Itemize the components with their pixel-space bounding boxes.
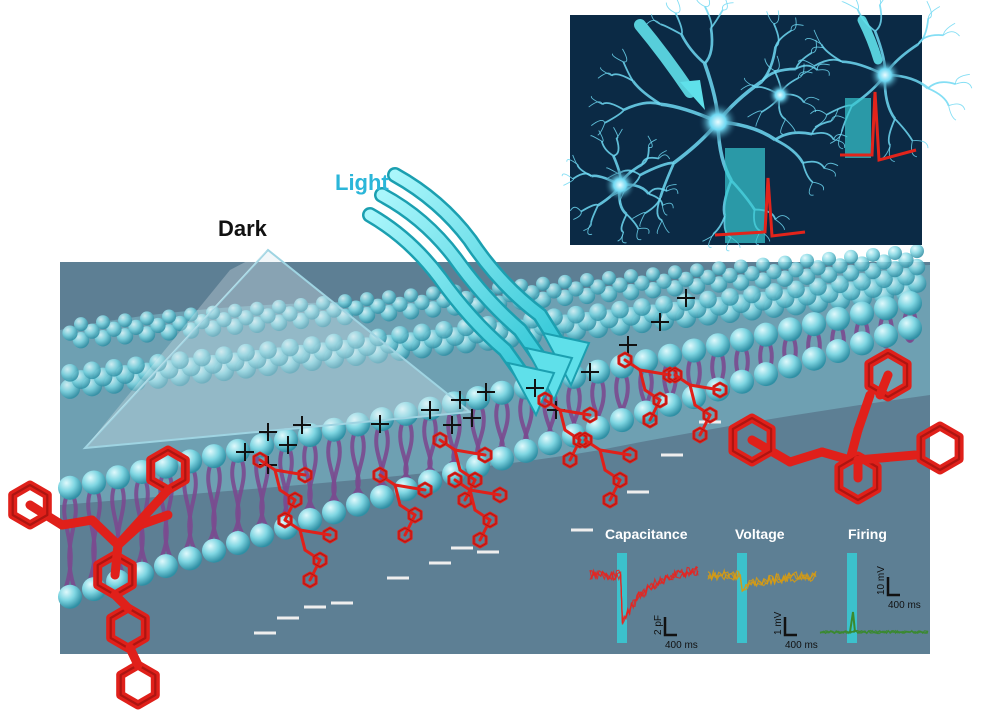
plus-charge-icon [421,401,439,419]
embedded-molecule [372,466,433,544]
plus-charge-icon [581,363,599,381]
charges [236,289,721,635]
embedded-molecule [667,366,728,444]
plus-charge-icon [443,416,461,434]
scale-x-label: 400 ms [665,640,698,651]
plus-charge-icon [619,336,637,354]
scale-y-label: 2 pF [653,615,664,635]
embedded-molecule [277,511,338,589]
scale-y-label: 10 mV [876,566,887,595]
scale-x-label: 400 ms [785,640,818,651]
panel-title: Capacitance [605,526,688,542]
embedded-molecule [447,471,508,549]
plus-charge-icon [463,409,481,427]
plus-charge-icon [677,289,695,307]
plus-charge-icon [526,379,544,397]
azobenzene-molecule-icon-right [728,348,964,505]
neuron-icon [869,59,901,91]
neuron-icon [698,102,738,142]
plus-charge-icon [259,423,277,441]
neuron-inset [561,0,973,252]
embedded-molecule [617,351,678,429]
plus-charge-icon [477,383,495,401]
plus-charge-icon [293,416,311,434]
scale-y-label: 1 mV [773,611,784,635]
neuron-icon [768,83,792,107]
light-label: Light [335,170,389,195]
plus-charge-icon [451,391,469,409]
plus-charge-icon [279,436,297,454]
dark-label: Dark [218,216,268,241]
plus-charge-icon [651,313,669,331]
plus-charge-icon [236,443,254,461]
dark-region [82,248,473,450]
lipid-bilayer [58,244,930,609]
neuron-icon [604,169,636,201]
embedded-molecule [577,431,638,509]
scale-x-label: 400 ms [888,600,921,611]
panel-title: Firing [848,526,887,542]
azobenzene-molecule-icon [8,445,190,710]
panel-title: Voltage [735,526,785,542]
embedded-molecules [252,351,728,589]
plus-charge-icon [371,415,389,433]
